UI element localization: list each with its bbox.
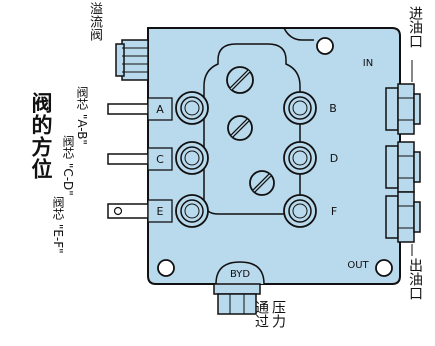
top-ridge <box>283 27 314 41</box>
port-a-fitting <box>175 91 209 125</box>
mount-hole-top-right <box>316 37 334 55</box>
pressure-line1: 压力 <box>270 300 286 328</box>
port-label-f: F <box>331 205 337 218</box>
port-label-b: B <box>329 102 337 115</box>
port-label-c: C <box>156 153 164 166</box>
spool-ef-word: 阀芯 <box>51 196 65 220</box>
port-label-d: D <box>330 152 338 165</box>
adjust-screw-top <box>226 66 254 94</box>
byd-cap <box>215 261 265 285</box>
out-label: OUT <box>347 260 369 271</box>
outlet-fitting-lower <box>385 191 421 243</box>
byd-label: BYD <box>230 269 250 280</box>
spool-stem-ab <box>107 103 149 115</box>
diagram-title: 阀的方位 <box>29 92 53 180</box>
mount-hole-bottom-left <box>157 259 175 277</box>
adjust-screw-middle <box>227 115 253 141</box>
relief-valve-label: 溢流阀 <box>87 2 102 41</box>
pressure-pass-label: 压力 通过 <box>252 300 286 346</box>
spool-ef-label: 阀芯 "E-F" <box>50 196 65 254</box>
pressure-fitting <box>213 283 261 315</box>
spool-stem-cd <box>107 153 149 165</box>
spool-ef-code: "E-F" <box>51 223 65 254</box>
port-f-fitting <box>283 194 317 228</box>
spool-stem-ef <box>107 203 149 219</box>
port-c-fitting <box>175 141 209 175</box>
inlet-label: 进油口 <box>407 6 423 48</box>
mount-hole-bottom-right <box>375 259 393 277</box>
in-label: IN <box>363 58 373 69</box>
spool-cd-word: 阀芯 <box>61 135 75 159</box>
spool-ab-label: 阀芯 "A-B" <box>74 86 89 145</box>
port-b-fitting <box>283 91 317 125</box>
spool-cd-code: "C-D" <box>61 162 75 196</box>
relief-valve <box>115 39 149 81</box>
outlet-label: 出油口 <box>407 258 423 300</box>
spool-ab-code: "A-B" <box>75 113 89 145</box>
port-e-fitting <box>175 194 209 228</box>
port-d-fitting <box>283 141 317 175</box>
port-label-a: A <box>156 103 164 116</box>
outlet-fitting-upper <box>385 141 421 193</box>
spool-ab-word: 阀芯 <box>75 86 89 110</box>
spool-cd-label: 阀芯 "C-D" <box>60 135 75 196</box>
pressure-line2: 通过 <box>253 300 269 328</box>
port-label-e: E <box>157 205 164 218</box>
inlet-fitting <box>385 83 421 135</box>
adjust-screw-bottom <box>249 170 275 196</box>
